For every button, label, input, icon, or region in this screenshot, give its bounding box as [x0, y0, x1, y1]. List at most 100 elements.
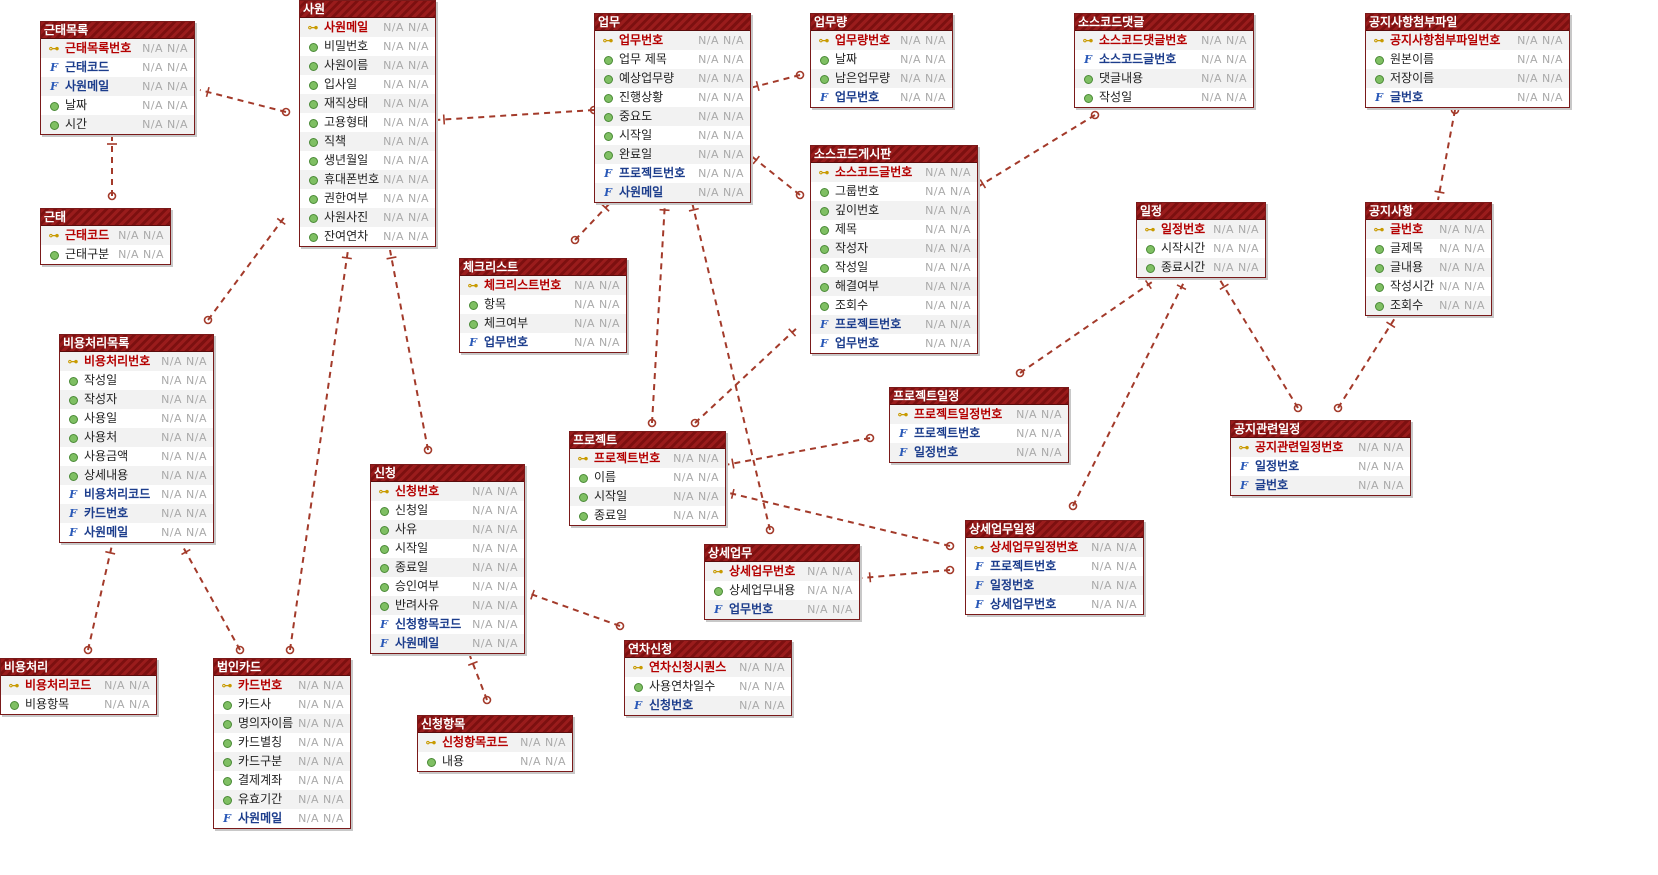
entity-attendance-list[interactable]: 근태목록⊶근태목록번호N/A N/AF근태코드N/A N/AF사원메일N/A N… [40, 21, 195, 135]
entity-checklist[interactable]: 체크리스트⊶체크리스트번호N/A N/A항목N/A N/A체크여부N/A N/A… [459, 258, 627, 353]
attribute-field[interactable]: 시작시간N/A N/A [1137, 239, 1265, 258]
attribute-field[interactable]: 작성시간N/A N/A [1366, 277, 1491, 296]
entity-project-schedule[interactable]: 프로젝트일정⊶프로젝트일정번호N/A N/AF프로젝트번호N/A N/AF일정번… [889, 387, 1069, 463]
attribute-field[interactable]: 작성일N/A N/A [811, 258, 977, 277]
attribute-field[interactable]: 작성자N/A N/A [811, 239, 977, 258]
attribute-field[interactable]: 조회수N/A N/A [1366, 296, 1491, 315]
primary-key-field[interactable]: ⊶신청번호N/A N/A [371, 482, 524, 501]
foreign-key-field[interactable]: F상세업무번호N/A N/A [966, 595, 1143, 614]
attribute-field[interactable]: 카드구분N/A N/A [214, 752, 350, 771]
entity-detail-schedule[interactable]: 상세업무일정⊶상세업무일정번호N/A N/AF프로젝트번호N/A N/AF일정번… [965, 520, 1144, 615]
foreign-key-field[interactable]: F카드번호N/A N/A [60, 504, 213, 523]
foreign-key-field[interactable]: F사원메일N/A N/A [214, 809, 350, 828]
primary-key-field[interactable]: ⊶업무량번호N/A N/A [811, 31, 952, 50]
primary-key-field[interactable]: ⊶신청항목코드N/A N/A [418, 733, 572, 752]
attribute-field[interactable]: 작성자N/A N/A [60, 390, 213, 409]
entity-expense-list[interactable]: 비용처리목록⊶비용처리번호N/A N/A작성일N/A N/A작성자N/A N/A… [59, 334, 214, 543]
attribute-field[interactable]: 제목N/A N/A [811, 220, 977, 239]
attribute-field[interactable]: 사용연차일수N/A N/A [625, 677, 791, 696]
attribute-field[interactable]: 남은업무량N/A N/A [811, 69, 952, 88]
primary-key-field[interactable]: ⊶상세업무일정번호N/A N/A [966, 538, 1143, 557]
attribute-field[interactable]: 업무 제목N/A N/A [595, 50, 750, 69]
entity-attendance[interactable]: 근태⊶근태코드N/A N/A근태구분N/A N/A [40, 208, 171, 265]
foreign-key-field[interactable]: F프로젝트번호N/A N/A [595, 164, 750, 183]
foreign-key-field[interactable]: F업무번호N/A N/A [705, 600, 859, 619]
attribute-field[interactable]: 깊이번호N/A N/A [811, 201, 977, 220]
attribute-field[interactable]: 체크여부N/A N/A [460, 314, 626, 333]
entity-notice-schedule[interactable]: 공지관련일정⊶공지관련일정번호N/A N/AF일정번호N/A N/AF글번호N/… [1230, 420, 1411, 496]
entity-corp-card[interactable]: 법인카드⊶카드번호N/A N/A카드사N/A N/A명의자이름N/A N/A카드… [213, 658, 351, 829]
foreign-key-field[interactable]: F사원메일N/A N/A [595, 183, 750, 202]
foreign-key-field[interactable]: F업무번호N/A N/A [811, 334, 977, 353]
attribute-field[interactable]: 잔여연차N/A N/A [300, 227, 435, 246]
primary-key-field[interactable]: ⊶업무번호N/A N/A [595, 31, 750, 50]
attribute-field[interactable]: 시작일N/A N/A [595, 126, 750, 145]
foreign-key-field[interactable]: F사원메일N/A N/A [41, 77, 194, 96]
attribute-field[interactable]: 저장이름N/A N/A [1366, 69, 1569, 88]
attribute-field[interactable]: 사용일N/A N/A [60, 409, 213, 428]
foreign-key-field[interactable]: F근태코드N/A N/A [41, 58, 194, 77]
foreign-key-field[interactable]: F일정번호N/A N/A [966, 576, 1143, 595]
foreign-key-field[interactable]: F비용처리코드N/A N/A [60, 485, 213, 504]
attribute-field[interactable]: 종료일N/A N/A [570, 506, 725, 525]
attribute-field[interactable]: 댓글내용N/A N/A [1075, 69, 1253, 88]
foreign-key-field[interactable]: F글번호N/A N/A [1231, 476, 1410, 495]
entity-expense[interactable]: 비용처리⊶비용처리코드N/A N/A비용항목N/A N/A [0, 658, 157, 715]
attribute-field[interactable]: 종료일N/A N/A [371, 558, 524, 577]
attribute-field[interactable]: 반려사유N/A N/A [371, 596, 524, 615]
attribute-field[interactable]: 결제계좌N/A N/A [214, 771, 350, 790]
attribute-field[interactable]: 사원사진N/A N/A [300, 208, 435, 227]
foreign-key-field[interactable]: F프로젝트번호N/A N/A [966, 557, 1143, 576]
foreign-key-field[interactable]: F일정번호N/A N/A [1231, 457, 1410, 476]
attribute-field[interactable]: 내용N/A N/A [418, 752, 572, 771]
attribute-field[interactable]: 카드별칭N/A N/A [214, 733, 350, 752]
attribute-field[interactable]: 사유N/A N/A [371, 520, 524, 539]
attribute-field[interactable]: 비밀번호N/A N/A [300, 37, 435, 56]
attribute-field[interactable]: 상세업무내용N/A N/A [705, 581, 859, 600]
attribute-field[interactable]: 원본이름N/A N/A [1366, 50, 1569, 69]
entity-task[interactable]: 업무⊶업무번호N/A N/A업무 제목N/A N/A예상업무량N/A N/A진행… [594, 13, 751, 203]
attribute-field[interactable]: 유효기간N/A N/A [214, 790, 350, 809]
attribute-field[interactable]: 고용형태N/A N/A [300, 113, 435, 132]
entity-source-board[interactable]: 소스코드게시판⊶소스코드글번호N/A N/A그룹번호N/A N/A깊이번호N/A… [810, 145, 978, 354]
entity-source-comment[interactable]: 소스코드댓글⊶소스코드댓글번호N/A N/AF소스코드글번호N/A N/A댓글내… [1074, 13, 1254, 108]
primary-key-field[interactable]: ⊶소스코드글번호N/A N/A [811, 163, 977, 182]
attribute-field[interactable]: 진행상황N/A N/A [595, 88, 750, 107]
attribute-field[interactable]: 조회수N/A N/A [811, 296, 977, 315]
attribute-field[interactable]: 시간N/A N/A [41, 115, 194, 134]
primary-key-field[interactable]: ⊶연차신청시퀀스N/A N/A [625, 658, 791, 677]
foreign-key-field[interactable]: F업무번호N/A N/A [811, 88, 952, 107]
foreign-key-field[interactable]: F신청항목코드N/A N/A [371, 615, 524, 634]
attribute-field[interactable]: 명의자이름N/A N/A [214, 714, 350, 733]
attribute-field[interactable]: 상세내용N/A N/A [60, 466, 213, 485]
primary-key-field[interactable]: ⊶체크리스트번호N/A N/A [460, 276, 626, 295]
primary-key-field[interactable]: ⊶공지관련일정번호N/A N/A [1231, 438, 1410, 457]
attribute-field[interactable]: 시작일N/A N/A [570, 487, 725, 506]
foreign-key-field[interactable]: F일정번호N/A N/A [890, 443, 1068, 462]
primary-key-field[interactable]: ⊶프로젝트번호N/A N/A [570, 449, 725, 468]
attribute-field[interactable]: 신청일N/A N/A [371, 501, 524, 520]
primary-key-field[interactable]: ⊶사원메일N/A N/A [300, 18, 435, 37]
primary-key-field[interactable]: ⊶상세업무번호N/A N/A [705, 562, 859, 581]
foreign-key-field[interactable]: F소스코드글번호N/A N/A [1075, 50, 1253, 69]
attribute-field[interactable]: 근태구분N/A N/A [41, 245, 170, 264]
entity-notice-file[interactable]: 공지사항첨부파일⊶공지사항첨부파일번호N/A N/A원본이름N/A N/A저장이… [1365, 13, 1570, 108]
primary-key-field[interactable]: ⊶비용처리코드N/A N/A [1, 676, 156, 695]
attribute-field[interactable]: 날짜N/A N/A [41, 96, 194, 115]
attribute-field[interactable]: 입사일N/A N/A [300, 75, 435, 94]
primary-key-field[interactable]: ⊶카드번호N/A N/A [214, 676, 350, 695]
attribute-field[interactable]: 글내용N/A N/A [1366, 258, 1491, 277]
attribute-field[interactable]: 사용금액N/A N/A [60, 447, 213, 466]
attribute-field[interactable]: 해결여부N/A N/A [811, 277, 977, 296]
attribute-field[interactable]: 권한여부N/A N/A [300, 189, 435, 208]
attribute-field[interactable]: 날짜N/A N/A [811, 50, 952, 69]
foreign-key-field[interactable]: F사원메일N/A N/A [60, 523, 213, 542]
foreign-key-field[interactable]: F업무번호N/A N/A [460, 333, 626, 352]
foreign-key-field[interactable]: F신청번호N/A N/A [625, 696, 791, 715]
attribute-field[interactable]: 완료일N/A N/A [595, 145, 750, 164]
primary-key-field[interactable]: ⊶프로젝트일정번호N/A N/A [890, 405, 1068, 424]
attribute-field[interactable]: 카드사N/A N/A [214, 695, 350, 714]
entity-workload[interactable]: 업무량⊶업무량번호N/A N/A날짜N/A N/A남은업무량N/A N/AF업무… [810, 13, 953, 108]
attribute-field[interactable]: 재직상태N/A N/A [300, 94, 435, 113]
foreign-key-field[interactable]: F글번호N/A N/A [1366, 88, 1569, 107]
